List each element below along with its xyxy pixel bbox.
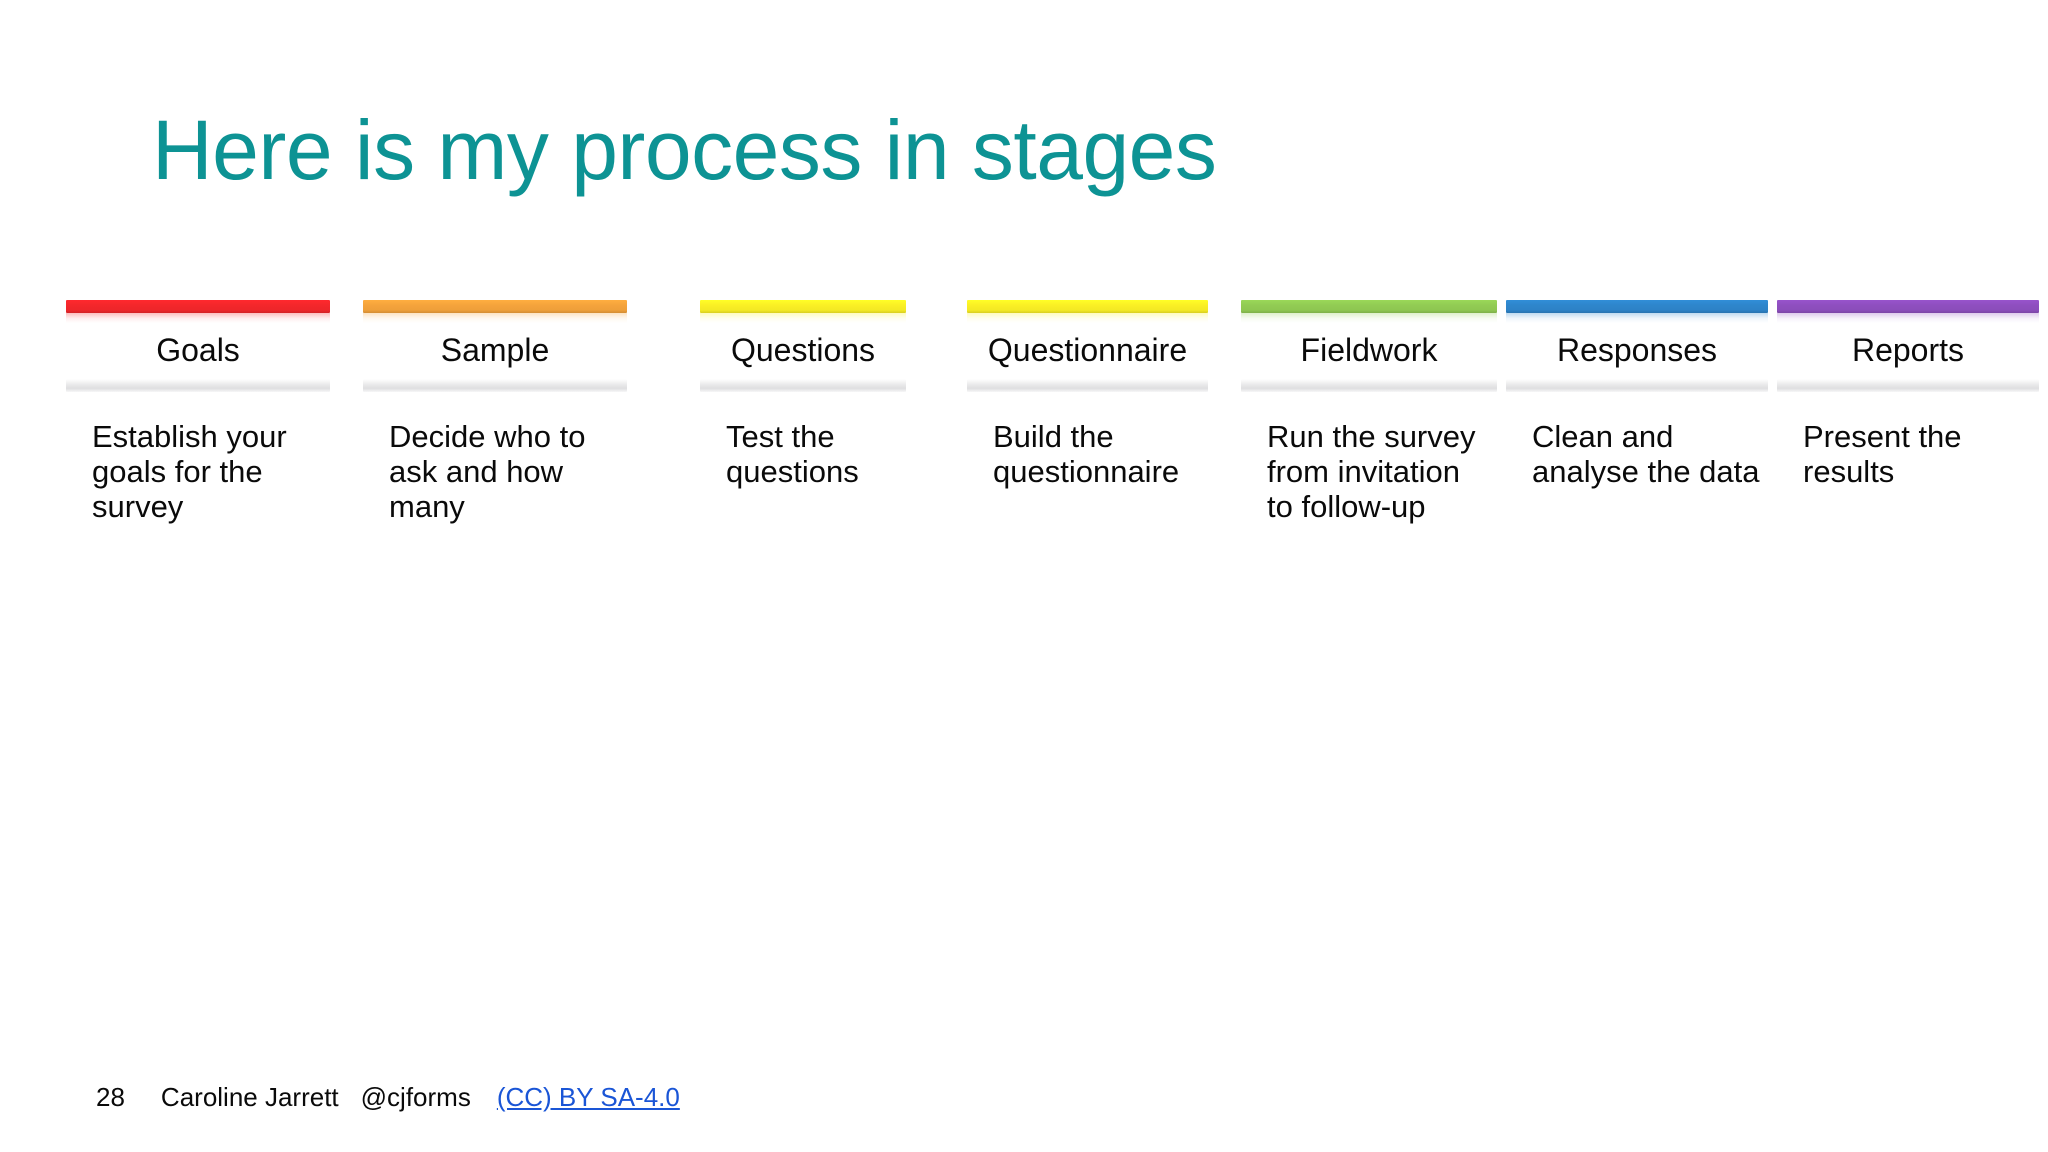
stage-column-fieldwork: Fieldwork Run the survey from invitation…: [1241, 300, 1497, 524]
stage-underbar: [700, 379, 906, 392]
stage-label-reports: Reports: [1851, 332, 1965, 368]
stage-color-bar-responses: [1506, 300, 1768, 313]
stage-body-sample: Decide who to ask and how many: [389, 419, 586, 525]
stage-bar-fade: [700, 313, 906, 323]
stage-bar-fade: [1777, 313, 2039, 323]
stage-bar-fade: [967, 313, 1208, 323]
stage-label-responses: Responses: [1556, 332, 1718, 368]
stage-column-responses: Responses Clean and analyse the data: [1506, 300, 1768, 489]
stage-bar-fade: [66, 313, 330, 323]
stage-color-bar-sample: [363, 300, 627, 313]
footer-author-name: Caroline Jarrett: [160, 1082, 339, 1112]
stage-bar-fade: [363, 313, 627, 323]
stage-column-reports: Reports Present the results: [1777, 300, 2039, 489]
stage-color-bar-questions: [700, 300, 906, 313]
stage-label-questions: Questions: [730, 332, 876, 368]
stage-column-questionnaire: Questionnaire Build the questionnaire: [967, 300, 1208, 489]
stage-body-responses: Clean and analyse the data: [1532, 419, 1760, 490]
stage-underbar: [66, 379, 330, 392]
stage-underbar: [1777, 379, 2039, 392]
stage-body-questionnaire: Build the questionnaire: [993, 419, 1180, 490]
stage-body-fieldwork: Run the survey from invitation to follow…: [1267, 419, 1476, 525]
stage-column-sample: Sample Decide who to ask and how many: [363, 300, 627, 524]
stage-color-bar-goals: [66, 300, 330, 313]
stage-underbar: [1241, 379, 1497, 392]
stage-underbar: [967, 379, 1208, 392]
stage-body-questions: Test the questions: [726, 419, 859, 490]
stage-body-goals: Establish your goals for the survey: [92, 419, 287, 525]
stage-column-questions: Questions Test the questions: [700, 300, 906, 489]
footer-social-handle: @cjforms: [360, 1082, 471, 1112]
stage-color-bar-questionnaire: [967, 300, 1208, 313]
stage-column-goals: Goals Establish your goals for the surve…: [66, 300, 330, 524]
stage-underbar: [1506, 379, 1768, 392]
stage-bar-fade: [1241, 313, 1497, 323]
footer: 28 Caroline Jarrett @cjforms (CC) BY SA-…: [96, 1082, 680, 1113]
slide-number: 28: [96, 1082, 125, 1112]
page-title: Here is my process in stages: [152, 103, 1217, 197]
stage-label-fieldwork: Fieldwork: [1300, 332, 1438, 368]
stage-color-bar-fieldwork: [1241, 300, 1497, 313]
stage-label-sample: Sample: [440, 332, 550, 368]
process-stages: Goals Establish your goals for the surve…: [0, 300, 2048, 600]
stage-label-questionnaire: Questionnaire: [987, 332, 1188, 368]
stage-color-bar-reports: [1777, 300, 2039, 313]
stage-underbar: [363, 379, 627, 392]
stage-body-reports: Present the results: [1803, 419, 1962, 490]
stage-bar-fade: [1506, 313, 1768, 323]
footer-license-link[interactable]: (CC) BY SA-4.0: [496, 1082, 680, 1112]
stage-label-goals: Goals: [156, 332, 240, 368]
